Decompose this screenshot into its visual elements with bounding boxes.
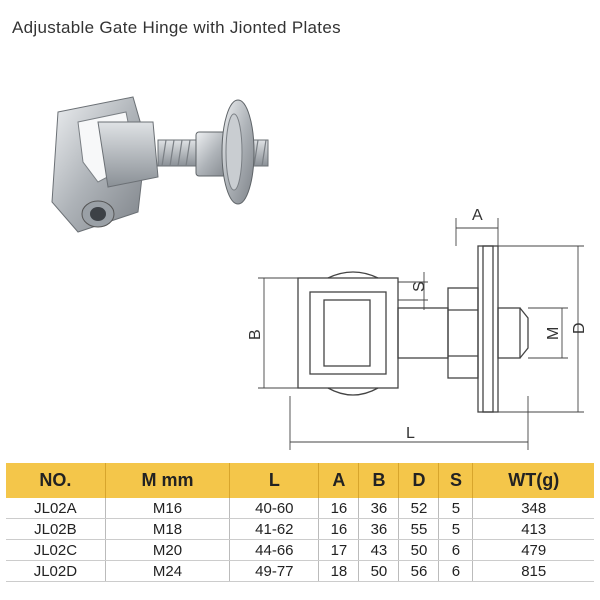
page-title: Adjustable Gate Hinge with Jionted Plate… [12,18,341,37]
hinge-photo [51,96,269,233]
dim-label-m: M [545,327,562,340]
cell: 5 [438,498,474,519]
cell: 6 [438,539,474,561]
cell: JL02D [6,560,106,582]
col-header-a: A [318,463,360,498]
cell: 50 [398,539,440,561]
cell: M18 [105,518,231,540]
cell: 41-62 [229,518,320,540]
cell: JL02B [6,518,106,540]
col-header-m: M mm [105,463,231,498]
table-row: JL02B M18 41-62 16 36 55 5 413 [6,518,594,540]
cell: 56 [398,560,440,582]
table-row: JL02D M24 49-77 18 50 56 6 815 [6,560,594,582]
spec-table: NO. M mm L A B D S WT(g) JL02A M16 40-60… [6,463,594,582]
technical-drawing: A D M B L S [247,207,588,450]
table-header-row: NO. M mm L A B D S WT(g) [6,463,594,498]
cell: 43 [358,539,400,561]
cell: 17 [318,539,360,561]
dim-label-d: D [571,322,588,334]
cell: 16 [318,518,360,540]
cell: 55 [398,518,440,540]
cell: JL02C [6,539,106,561]
cell: 348 [472,498,594,519]
cell: 18 [318,560,360,582]
cell: 6 [438,560,474,582]
col-header-wt: WT(g) [472,463,594,498]
col-header-d: D [398,463,440,498]
cell: 36 [358,498,400,519]
cell: M16 [105,498,231,519]
cell: JL02A [6,498,106,519]
dim-label-a: A [472,207,483,224]
cell: 49-77 [229,560,320,582]
cell: 479 [472,539,594,561]
cell: 40-60 [229,498,320,519]
dim-label-s: S [411,281,428,292]
cell: M24 [105,560,231,582]
cell: 413 [472,518,594,540]
cell: 16 [318,498,360,519]
table-row: JL02C M20 44-66 17 43 50 6 479 [6,539,594,561]
col-header-b: B [358,463,400,498]
cell: 52 [398,498,440,519]
cell: 36 [358,518,400,540]
cell: 815 [472,560,594,582]
cell: M20 [105,539,231,561]
col-header-l: L [229,463,320,498]
cell: 44-66 [229,539,320,561]
col-header-no: NO. [6,463,106,498]
col-header-s: S [438,463,474,498]
cell: 50 [358,560,400,582]
dim-label-b: B [247,329,264,340]
dim-label-l: L [406,425,415,442]
table-row: JL02A M16 40-60 16 36 52 5 348 [6,498,594,519]
cell: 5 [438,518,474,540]
